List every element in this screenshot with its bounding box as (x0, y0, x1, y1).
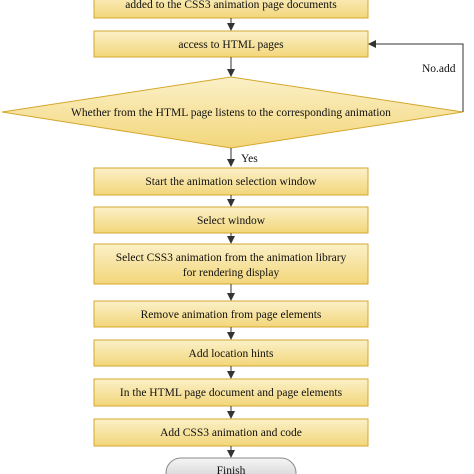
step-in-html-doc-label: In the HTML page document and page eleme… (120, 387, 343, 399)
step-access-html-label: access to HTML pages (178, 39, 284, 51)
step-remove-animation-box (93, 300, 369, 328)
step-remove-animation-label: Remove animation from page elements (141, 309, 322, 321)
step-start-window-box (93, 167, 369, 196)
step-in-html-doc-box (93, 378, 369, 407)
no-loop-connector (368, 40, 464, 112)
step-select-css3-label-line1: Select CSS3 animation from the animation… (116, 252, 347, 264)
finish-terminal (165, 457, 297, 474)
step-select-window-box (93, 206, 369, 234)
step-select-css3-box (93, 243, 369, 285)
no-label: No.add (422, 63, 456, 75)
step-add-location-box (93, 339, 369, 367)
yes-label: Yes (241, 153, 258, 165)
decision-label: Whether from the HTML page listens to th… (71, 107, 391, 119)
step-select-window-label: Select window (197, 215, 266, 227)
step-add-to-docs-label: added to the CSS3 animation page documen… (125, 0, 337, 11)
step-access-html-box (93, 30, 369, 58)
finish-label: Finish (217, 465, 246, 474)
step-select-css3-label-line2: for rendering display (183, 267, 280, 279)
step-add-css3-code-box (93, 418, 369, 447)
step-add-location-label: Add location hints (189, 348, 274, 360)
step-start-window-label: Start the animation selection window (145, 176, 317, 188)
step-add-css3-code-label: Add CSS3 animation and code (160, 427, 302, 439)
